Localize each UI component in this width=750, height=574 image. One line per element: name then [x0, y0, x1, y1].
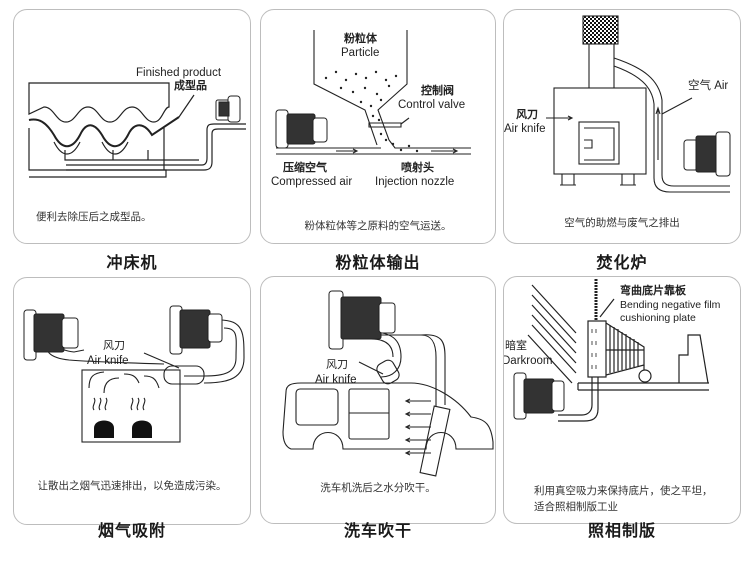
blower-icon	[215, 95, 241, 123]
panel-powder-conveying: 粉粒体 Particle 控制阀 Control valve 压缩空气 Comp…	[260, 9, 496, 244]
plate-label-en-1: Bending negative film	[620, 299, 721, 311]
particles	[324, 70, 419, 153]
control-valve	[368, 122, 402, 128]
blower-icon-right	[169, 305, 223, 355]
panel-title-car-wash-drying: 洗车吹干	[343, 521, 412, 540]
particle-label-zh: 粉粒体	[344, 32, 377, 45]
conveying-pipe	[276, 139, 471, 155]
panel-title-powder-conveying: 粉粒体输出	[335, 253, 421, 272]
control-valve-label-en: Control valve	[398, 99, 466, 111]
photo-plate-diagram	[513, 279, 709, 422]
panel-caption: 让散出之烟气迅速排出，以免造成污染。	[37, 480, 227, 492]
compressed-air-label-zh: 压缩空气	[283, 161, 327, 174]
lens-wheel	[638, 369, 652, 383]
flow-arrow	[655, 106, 661, 160]
panel-caption: 洗车机洗后之水分吹干。	[320, 482, 436, 494]
heaters	[94, 420, 152, 438]
compressed-air-label-en: Compressed air	[271, 176, 353, 188]
knife-arrow	[546, 115, 574, 121]
car-window-2	[348, 388, 390, 440]
door-handle	[584, 127, 615, 161]
blower-icon	[328, 290, 396, 350]
blower-icon	[513, 372, 565, 420]
powder-conveying-diagram	[275, 30, 471, 155]
plate-holder	[587, 320, 607, 378]
furnace-body	[553, 87, 647, 175]
panel-car-wash-drying: 风刀 Air knife 洗车机洗后之水分吹干。	[260, 276, 496, 524]
air-knife-label-zh: 风刀	[516, 108, 538, 121]
heat-waves	[92, 397, 146, 411]
hood-box	[81, 369, 181, 443]
bellows	[605, 322, 645, 376]
furnace-legs	[560, 174, 636, 186]
copy-stand	[678, 334, 709, 384]
vacuum-pipe	[66, 123, 246, 171]
right-duct	[184, 319, 245, 384]
blower-icon-left	[23, 309, 79, 361]
air-knife-nozzle	[376, 359, 400, 385]
air-knife-label-en: Air knife	[315, 374, 357, 386]
fume-extraction-diagram	[23, 305, 245, 443]
blower-icon	[275, 109, 328, 149]
workpiece	[28, 116, 180, 148]
darkroom-label-en: Darkroom	[503, 355, 553, 367]
air-duct	[613, 57, 730, 193]
injection-nozzle-label-en: Injection nozzle	[375, 176, 455, 188]
darkroom-label-zh: 暗室	[505, 339, 527, 352]
air-leader	[661, 97, 693, 115]
incinerator-diagram	[546, 15, 731, 193]
vacuum-channels	[53, 141, 199, 161]
drying-arrows	[404, 398, 431, 456]
particle-label-en: Particle	[341, 47, 380, 59]
car-window-1	[295, 388, 339, 426]
panel-caption: 便利去除压后之成型品。	[36, 211, 152, 223]
plate-label-en-2: cushioning plate	[620, 312, 696, 324]
air-knife-nozzle	[163, 365, 205, 385]
vacuum-pipe	[558, 377, 599, 422]
upper-die	[28, 82, 170, 123]
panel-caption: 粉体粒体等之原料的空气运送。	[304, 220, 452, 232]
panel-fume-extraction: 风刀 Air knife 让散出之烟气迅速排出，以免造成污染。	[13, 277, 251, 525]
panel-photo-plate-making: 弯曲底片靠板 Bending negative film cushioning …	[503, 276, 741, 524]
air-knife-leader	[143, 352, 180, 369]
air-knife-leader	[358, 361, 384, 375]
air-label: 空气 Air	[688, 80, 729, 92]
panel-caption-line-2: 适合照相制版工业	[534, 501, 618, 513]
car-wash-diagram	[282, 290, 494, 477]
air-duct	[370, 331, 446, 407]
air-knife-label-en: Air knife	[87, 355, 129, 367]
air-knife-label-en: Air knife	[504, 123, 546, 135]
punch-press-diagram	[28, 82, 246, 178]
panel-title-photo-plate-making: 照相制版	[587, 521, 656, 540]
chimney-cap	[582, 15, 619, 45]
fume-arrows	[88, 371, 160, 394]
panel-caption: 空气的助燃与废气之排出	[564, 217, 680, 229]
panel-caption-line-1: 利用真空吸力来保持底片，使之平坦，	[534, 485, 713, 497]
blower-icon	[683, 131, 731, 177]
panel-punch-press: Finished product 成型品 便利去除压后之成型品。	[13, 9, 251, 244]
plate-label-zh: 弯曲底片靠板	[620, 284, 686, 297]
panel-title-punch-press: 冲床机	[106, 253, 158, 272]
flow-arrow-1	[336, 148, 359, 154]
panel-title-incinerator: 焚化炉	[596, 253, 648, 272]
chimney	[588, 44, 615, 88]
furnace-door	[578, 121, 620, 165]
air-knife-label-zh: 风刀	[326, 358, 348, 371]
vertical-knife	[419, 405, 451, 477]
plate-perforations	[591, 329, 597, 369]
finished-product-label-en: Finished product	[136, 67, 222, 79]
darkroom-hatching	[527, 284, 577, 384]
car-body	[282, 382, 494, 450]
base-rail	[577, 382, 709, 391]
air-knife-label-zh: 风刀	[103, 339, 125, 352]
injection-nozzle-label-zh: 喷射头	[401, 161, 434, 174]
finished-product-label-zh: 成型品	[174, 79, 207, 92]
plate-leader	[599, 298, 615, 318]
leader-line	[178, 94, 195, 118]
valve-leader	[400, 117, 410, 125]
control-valve-label-zh: 控制阀	[421, 84, 454, 97]
panel-title-fume-extraction: 烟气吸附	[97, 521, 166, 540]
panel-incinerator: 风刀 Air knife 空气 Air 空气的助燃与废气之排出	[503, 9, 741, 244]
flow-arrow-2	[431, 148, 459, 154]
